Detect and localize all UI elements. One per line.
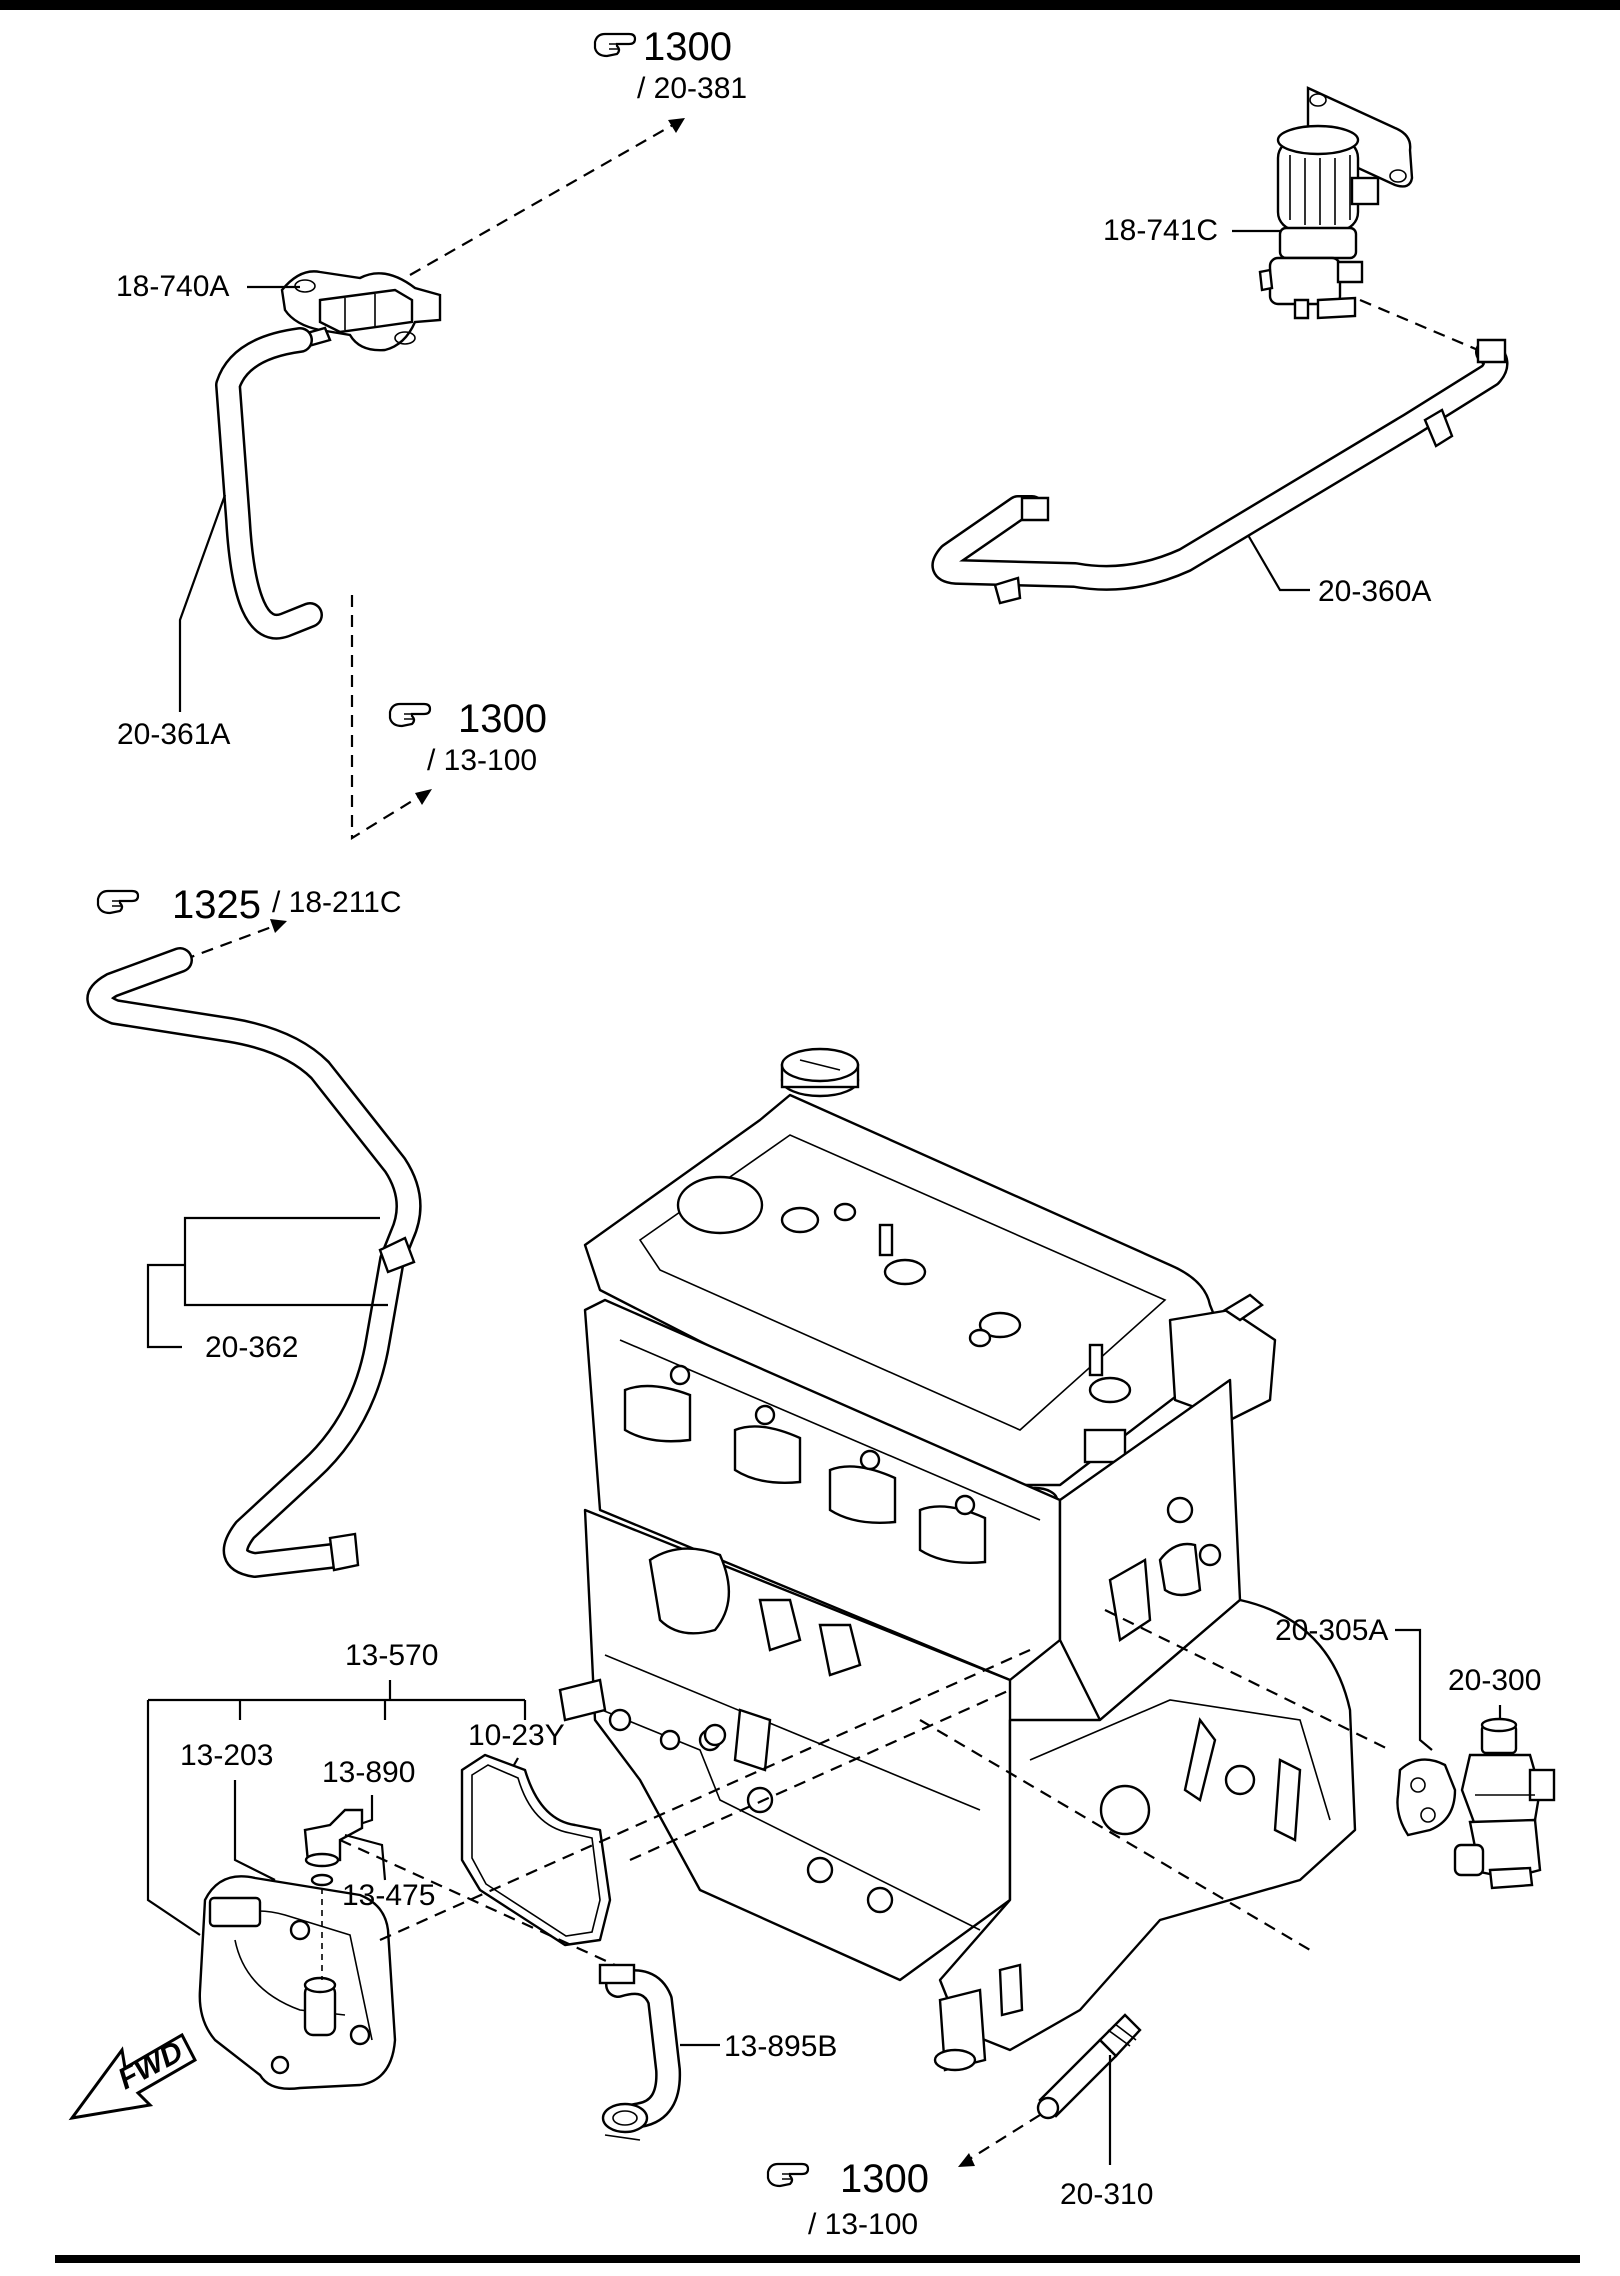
leader-18-741C-to-hose: [1359, 298, 1479, 352]
part-13-895B-hose: [598, 1963, 682, 2141]
pointing-hand-icon: [766, 2162, 810, 2188]
part-10-23Y-gasket: [460, 1753, 612, 1947]
label-18-741C: 18-741C: [1103, 214, 1218, 247]
pointing-hand-icon: [593, 32, 637, 58]
label-20-310: 20-310: [1060, 2178, 1153, 2211]
label-20-300: 20-300: [1448, 1664, 1541, 1697]
label-13-570: 13-570: [345, 1639, 438, 1672]
hose-end: [1476, 338, 1507, 364]
reference-1300-20-381: 1300 / 20-381: [593, 25, 747, 105]
pointing-hand-icon: [388, 702, 432, 728]
leader-hose-to-ref-1325: [182, 920, 286, 962]
pointing-hand-icon: [96, 889, 140, 915]
ref-number: 1325: [172, 883, 261, 927]
hose-20-362: [86, 947, 422, 1578]
leader-engine-to-20-300: [1104, 1609, 1391, 1751]
reference-1325-18-211C: 1325 / 18-211C: [96, 883, 402, 927]
label-20-305A: 20-305A: [1275, 1614, 1388, 1647]
part-18-740A-solenoid: [280, 270, 442, 352]
label-13-203: 13-203: [180, 1739, 273, 1772]
leader-20-310-to-ref: [959, 2114, 1041, 2166]
fwd-arrow-icon: FWD: [68, 2032, 197, 2121]
leader-20-360A: [1247, 534, 1310, 592]
part-13-203-oil-separator: [198, 1875, 397, 2090]
ref-number: 1300: [840, 2157, 929, 2201]
reference-1300-13-100-a: 1300 / 13-100: [388, 697, 547, 777]
hose-clip: [993, 576, 1022, 605]
reference-1300-13-100-b: 1300 / 13-100: [766, 2157, 929, 2241]
part-20-305A-gasket: [1396, 1758, 1457, 1837]
ref-sub: / 18-211C: [272, 886, 402, 919]
leader-20-305A: [1395, 1628, 1433, 1751]
bracket-13-570: [146, 1680, 527, 1936]
label-20-361A: 20-361A: [117, 718, 230, 751]
leader-20-362: [146, 1263, 185, 1349]
hose-clip: [1423, 408, 1454, 448]
hose-clip: [378, 1236, 416, 1274]
label-10-23Y: 10-23Y: [468, 1719, 565, 1752]
label-13-475: 13-475: [342, 1879, 435, 1912]
hose-end: [328, 1532, 360, 1572]
leader-20-361A: [178, 494, 227, 712]
ref-sub: / 13-100: [808, 2208, 918, 2241]
leader-engine-to-20-310: [919, 1719, 1311, 1951]
part-13-890-pcv-valve: [303, 1808, 364, 1887]
part-20-300-valve: [1453, 1717, 1556, 1890]
ref-sub: / 20-381: [637, 72, 747, 105]
ref-number: 1300: [643, 25, 732, 69]
leader-gasket-to-engine: [629, 1688, 1011, 1862]
engine-block: [558, 1047, 1357, 2072]
ref-number: 1300: [458, 697, 547, 741]
ref-sub: / 13-100: [427, 744, 537, 777]
label-13-890: 13-890: [322, 1756, 415, 1789]
label-13-895B: 13-895B: [724, 2030, 837, 2063]
top-rule: [0, 0, 1620, 10]
part-20-310-pipe: [1036, 2013, 1142, 2120]
label-20-362: 20-362: [205, 1331, 298, 1364]
bracket-20-362: [183, 1216, 388, 1307]
leader-valve-to-hose: [339, 1838, 616, 1967]
leader-13-203: [233, 1780, 276, 1881]
part-18-741C-valve: [1258, 86, 1414, 320]
leader-18-740A-to-ref: [409, 117, 686, 276]
label-18-740A: 18-740A: [116, 270, 229, 303]
leader-13-475: [344, 1833, 387, 1881]
label-20-360A: 20-360A: [1318, 575, 1431, 608]
leader-20-361A-to-ref: [350, 595, 431, 840]
bottom-rule: [55, 2255, 1580, 2263]
hose-end: [1020, 496, 1050, 522]
